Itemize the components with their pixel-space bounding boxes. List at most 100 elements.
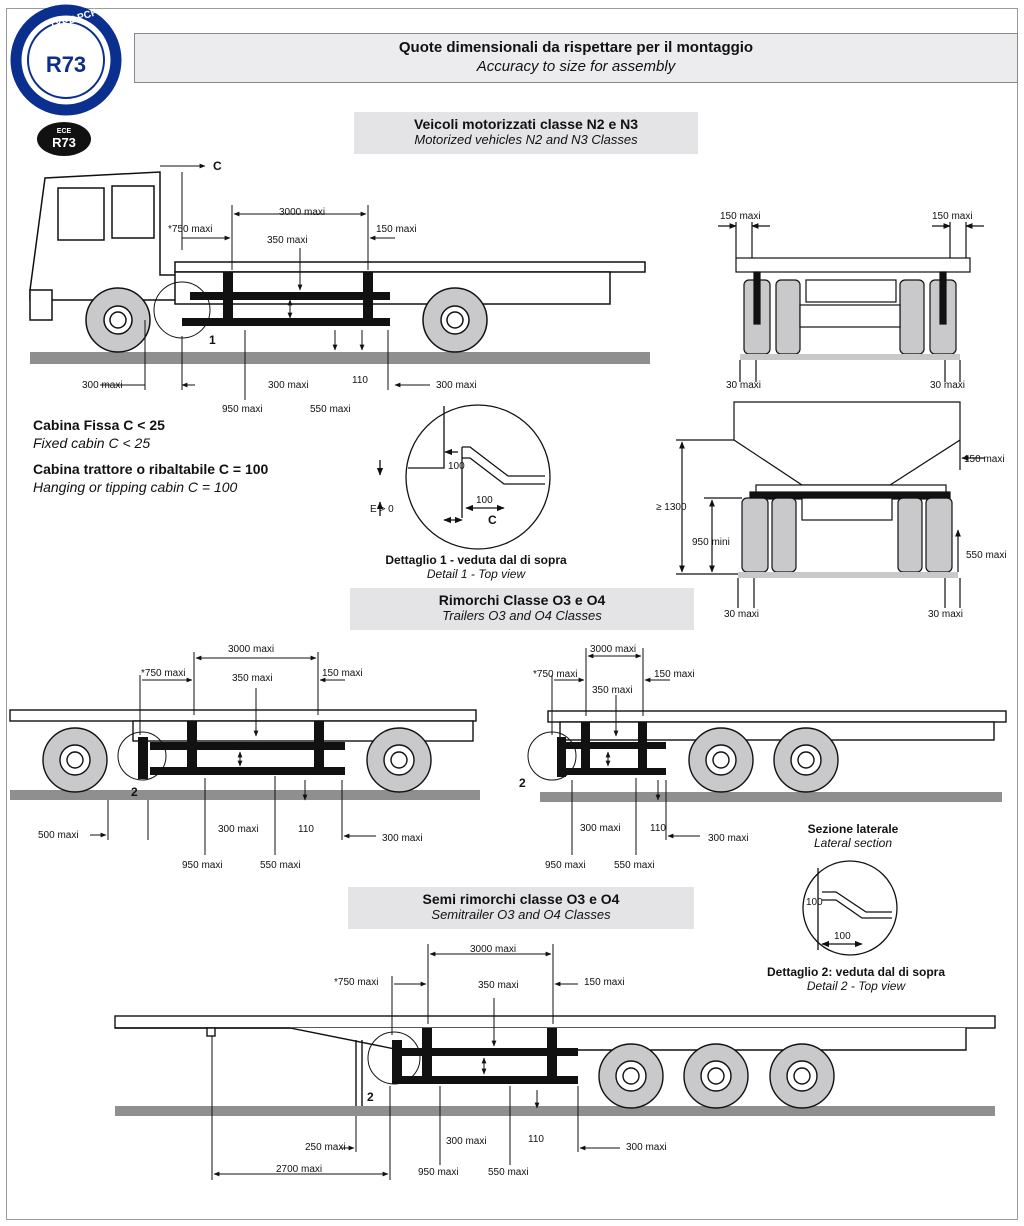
trailer-left-950: 950 maxi	[182, 860, 223, 871]
r73-type-badge: TYPE PCP R73	[10, 4, 122, 116]
label-c: C	[213, 159, 222, 173]
trailer-left-500: 500 maxi	[38, 830, 79, 841]
semitrailer-110: 110	[528, 1134, 544, 1145]
ece-code: R73	[52, 135, 76, 150]
dim-tipper-30-left: 30 maxi	[724, 609, 759, 620]
trailer-right-drawing	[527, 710, 1007, 802]
section-trailers-title: Rimorchi Classe O3 e O4 Trailers O3 and …	[350, 588, 694, 630]
trailer-left-150: 150 maxi	[322, 668, 363, 679]
dim-tipper-550: 550 maxi	[966, 550, 1007, 561]
detail-1-drawing	[376, 404, 551, 550]
dim-tipper-150: 150 maxi	[964, 454, 1005, 465]
dim-300-mid: 300 maxi	[268, 380, 309, 391]
trailer-right-300: 300 maxi	[580, 823, 621, 834]
dim-550: 550 maxi	[310, 404, 351, 415]
trailer-right-150: 150 maxi	[654, 669, 695, 680]
rear-view-top	[718, 222, 984, 382]
trailer-left-drawing	[9, 709, 480, 800]
section-motorized-en: Motorized vehicles N2 and N3 Classes	[414, 132, 638, 147]
trailer-right-3000: 3000 maxi	[590, 644, 636, 655]
dim-rear-150-left: 150 maxi	[720, 211, 761, 222]
dim-tipper-1300: ≥ 1300	[656, 502, 687, 513]
trailer-right-labels: 2 3000 maxi *750 maxi 350 maxi 150 maxi …	[519, 644, 749, 871]
semitrailer-150: 150 maxi	[584, 977, 625, 988]
dim-rear-150-right: 150 maxi	[932, 211, 973, 222]
section-semitrailers-en: Semitrailer O3 and O4 Classes	[431, 907, 611, 922]
page-frame	[6, 8, 1018, 1220]
dim-300-front: 300 maxi	[82, 380, 123, 391]
dim-tipper-950: 950 mini	[692, 537, 730, 548]
detail-1-100-vertical: 100	[448, 461, 465, 472]
lateral-section-en: Lateral section	[813, 836, 893, 850]
semitrailer-drawing	[114, 1015, 996, 1116]
header-title-en: Accuracy to size for assembly	[476, 58, 676, 75]
truck-labels: C 1 3000 maxi *750 maxi 350 maxi 150 max…	[82, 159, 477, 415]
detail-1-100-horizontal: 100	[476, 495, 493, 506]
section-semitrailers-title: Semi rimorchi classe O3 e O4 Semitrailer…	[348, 887, 694, 929]
section-motorized-it: Veicoli motorizzati classe N2 e N3	[413, 116, 639, 132]
dim-rear-30-left: 30 maxi	[726, 380, 761, 391]
trailer-right-300-rear: 300 maxi	[708, 833, 749, 844]
trailer-right-dims	[551, 648, 700, 855]
trailer-left-350: 350 maxi	[232, 673, 273, 684]
trailer-left-labels: 2 3000 maxi *750 maxi 350 maxi 150 maxi …	[38, 644, 423, 871]
rear-view-tipper	[676, 401, 985, 608]
detail-2-labels: 100 100	[806, 897, 851, 942]
dim-750: *750 maxi	[168, 224, 212, 235]
lateral-section-it: Sezione laterale	[807, 822, 899, 836]
detail-1-labels: 100 100 C E > 0	[370, 461, 497, 527]
trailer-left-dims	[90, 652, 376, 855]
detail-1-title-it: Dettaglio 1 - veduta dal di sopra	[385, 553, 567, 567]
section-motorized-title: Veicoli motorizzati classe N2 e N3 Motor…	[354, 112, 698, 154]
semitrailer-labels: 2 3000 maxi *750 maxi 350 maxi 150 maxi …	[276, 944, 667, 1178]
detail-1-caption: Dettaglio 1 - veduta dal di sopra Detail…	[356, 553, 596, 581]
semitrailer-300-rear: 300 maxi	[626, 1142, 667, 1153]
trailer-left-3000: 3000 maxi	[228, 644, 274, 655]
dim-350: 350 maxi	[267, 235, 308, 246]
rear-view-top-labels: 150 maxi 150 maxi 30 maxi 30 maxi	[720, 211, 973, 391]
tipping-cabin-it: Cabina trattore o ribaltabile C = 100	[33, 461, 269, 477]
fixed-cabin-en: Fixed cabin C < 25	[33, 435, 151, 451]
detail-2-100-horizontal: 100	[834, 931, 851, 942]
trailer-right-110: 110	[650, 823, 666, 834]
trailer-left-110: 110	[298, 824, 314, 835]
detail-1-title-en: Detail 1 - Top view	[426, 567, 526, 581]
semitrailer-3000: 3000 maxi	[470, 944, 516, 955]
semitrailer-2700: 2700 maxi	[276, 1164, 322, 1175]
section-semitrailers-it: Semi rimorchi classe O3 e O4	[422, 891, 620, 907]
detail-2-drawing	[802, 860, 898, 956]
ece-r73-badge: ECE R73	[37, 122, 91, 156]
detail-2-title-en: Detail 2 - Top view	[806, 979, 906, 993]
trailer-left-300: 300 maxi	[218, 824, 259, 835]
fixed-cabin-it: Cabina Fissa C < 25	[33, 417, 165, 433]
dim-rear-30-right: 30 maxi	[930, 380, 965, 391]
semitrailer-300: 300 maxi	[446, 1136, 487, 1147]
truck-side-view	[29, 171, 650, 364]
detail-2-100-vertical: 100	[806, 897, 823, 908]
rear-view-tipper-labels: 150 maxi ≥ 1300 950 mini 550 maxi 30 max…	[656, 454, 1007, 620]
semitrailer-750: *750 maxi	[334, 977, 378, 988]
detail-2-caption: Dettaglio 2: veduta dal di sopra Detail …	[740, 965, 972, 993]
truck-dimension-lines	[100, 163, 430, 400]
dim-300-rear: 300 maxi	[436, 380, 477, 391]
detail-1-c: C	[488, 513, 497, 527]
label-detail-1: 1	[209, 333, 216, 347]
tipping-cabin-en: Hanging or tipping cabin C = 100	[33, 479, 238, 495]
dim-3000: 3000 maxi	[279, 207, 325, 218]
detail-2-title-it: Dettaglio 2: veduta dal di sopra	[766, 965, 946, 979]
semitrailer-350: 350 maxi	[478, 980, 519, 991]
trailer-left-detail-2: 2	[131, 785, 138, 799]
trailer-right-550: 550 maxi	[614, 860, 655, 871]
trailer-right-950: 950 maxi	[545, 860, 586, 871]
semitrailer-950: 950 maxi	[418, 1167, 459, 1178]
dim-150: 150 maxi	[376, 224, 417, 235]
detail-1-e: E > 0	[370, 504, 394, 515]
page-header: Quote dimensionali da rispettare per il …	[134, 33, 1018, 83]
cabin-notes: Cabina Fissa C < 25 Fixed cabin C < 25 C…	[33, 416, 268, 496]
dim-tipper-30-right: 30 maxi	[928, 609, 963, 620]
lateral-section-caption: Sezione laterale Lateral section	[748, 822, 958, 850]
trailer-left-550: 550 maxi	[260, 860, 301, 871]
trailer-left-300-rear: 300 maxi	[382, 833, 423, 844]
